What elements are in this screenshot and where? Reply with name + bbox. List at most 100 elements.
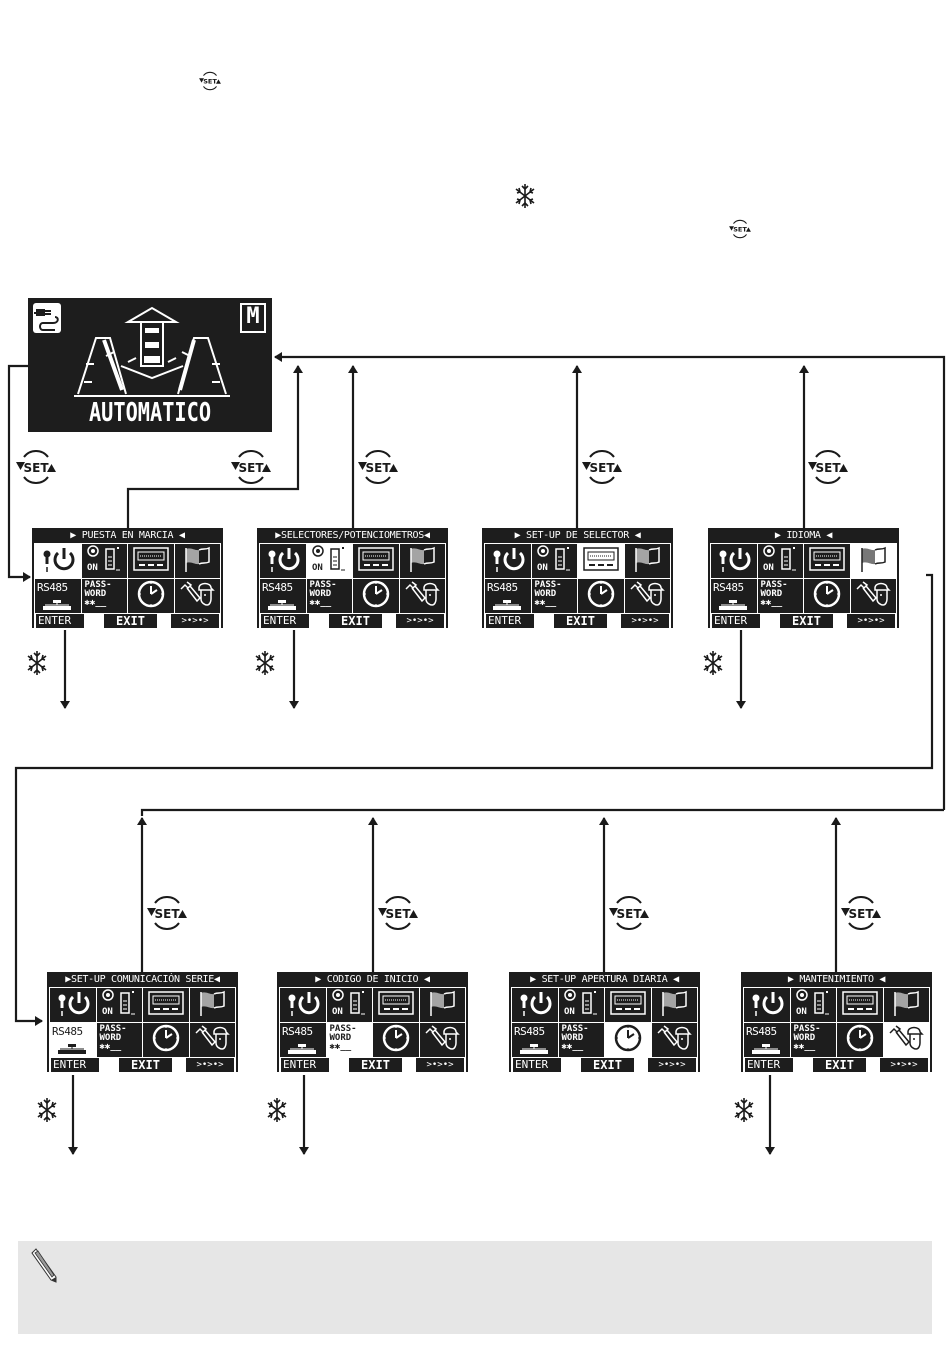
menu-cell-selectors-potentiometers[interactable]: ON	[757, 544, 803, 578]
menu-cell-startup[interactable]	[485, 544, 531, 578]
exit-softkey[interactable]: EXIT	[131, 1058, 160, 1072]
exit-softkey[interactable]: EXIT	[825, 1058, 854, 1072]
menu-cell-serial-comm[interactable]: RS485	[744, 1023, 790, 1057]
exit-softkey[interactable]: EXIT	[593, 1058, 622, 1072]
password-label-line2: WORD	[760, 589, 783, 599]
menu-cell-selectors-potentiometers[interactable]: ON	[81, 544, 127, 578]
menu-cell-serial-comm[interactable]: RS485	[260, 579, 306, 613]
menu-cell-start-code[interactable]: PASS-WORD✱✱__	[306, 579, 352, 613]
selector-on-icon: ON	[793, 988, 833, 1022]
exit-softkey[interactable]: EXIT	[341, 614, 370, 628]
enter-softkey[interactable]: ENTER	[259, 614, 309, 628]
menu-cell-maintenance[interactable]	[651, 1023, 697, 1057]
menu-cell-daily-opening[interactable]	[578, 579, 624, 613]
next-softkey[interactable]: >•>•>	[186, 1058, 236, 1072]
menu-cell-start-code[interactable]: PASS-WORD✱✱__	[326, 1023, 372, 1057]
next-softkey[interactable]: >•>•>	[880, 1058, 930, 1072]
menu-cell-serial-comm[interactable]: RS485	[512, 1023, 558, 1057]
menu-cell-start-code[interactable]: PASS-WORD✱✱__	[531, 579, 577, 613]
menu-cell-language[interactable]	[419, 988, 465, 1022]
menu-cell-startup[interactable]	[35, 544, 81, 578]
menu-cell-daily-opening[interactable]	[837, 1023, 883, 1057]
menu-cell-serial-comm[interactable]: RS485	[711, 579, 757, 613]
menu-cell-selectors-potentiometers[interactable]: ON	[790, 988, 836, 1022]
menu-cell-startup[interactable]	[260, 544, 306, 578]
next-softkey[interactable]: >•>•>	[847, 614, 897, 628]
menu-cell-start-code[interactable]: PASS-WORD✱✱__	[96, 1023, 142, 1057]
menu-cell-language[interactable]	[174, 544, 220, 578]
enter-softkey[interactable]: ENTER	[484, 614, 534, 628]
menu-cell-language[interactable]	[189, 988, 235, 1022]
menu-cell-maintenance[interactable]	[624, 579, 670, 613]
menu-cell-language[interactable]	[883, 988, 929, 1022]
menu-cell-daily-opening[interactable]	[605, 1023, 651, 1057]
menu-cell-serial-comm[interactable]: RS485	[280, 1023, 326, 1057]
menu-cell-startup[interactable]	[280, 988, 326, 1022]
enter-softkey[interactable]: ENTER	[511, 1058, 561, 1072]
menu-cell-selectors-potentiometers[interactable]: ON	[306, 544, 352, 578]
exit-softkey[interactable]: EXIT	[116, 614, 145, 628]
menu-cell-start-code[interactable]: PASS-WORD✱✱__	[790, 1023, 836, 1057]
menu-cell-daily-opening[interactable]	[373, 1023, 419, 1057]
clock-icon	[376, 1023, 416, 1057]
softkey-divider	[833, 614, 847, 628]
menu-cell-language[interactable]	[624, 544, 670, 578]
menu-cell-selectors-potentiometers[interactable]: ON	[558, 988, 604, 1022]
menu-cell-serial-comm[interactable]: RS485	[485, 579, 531, 613]
exit-softkey[interactable]: EXIT	[792, 614, 821, 628]
enter-softkey[interactable]: ENTER	[49, 1058, 99, 1072]
menu-cell-startup[interactable]	[711, 544, 757, 578]
menu-cell-startup[interactable]	[744, 988, 790, 1022]
menu-cell-language[interactable]	[651, 988, 697, 1022]
menu-cell-startup[interactable]	[50, 988, 96, 1022]
menu-cell-selectors-potentiometers[interactable]: ON	[531, 544, 577, 578]
menu-cell-maintenance[interactable]	[189, 1023, 235, 1057]
enter-softkey[interactable]: ENTER	[743, 1058, 793, 1072]
softkey-divider	[309, 614, 329, 628]
next-softkey[interactable]: >•>•>	[396, 614, 446, 628]
menu-cell-maintenance[interactable]	[850, 579, 896, 613]
enter-softkey[interactable]: ENTER	[34, 614, 84, 628]
menu-cell-language[interactable]	[399, 544, 445, 578]
menu-cell-maintenance[interactable]	[399, 579, 445, 613]
rs485-label: RS485	[37, 581, 68, 594]
menu-cell-selector-setup[interactable]	[804, 544, 850, 578]
menu-cell-serial-comm[interactable]: RS485	[50, 1023, 96, 1057]
menu-cell-selector-setup[interactable]	[578, 544, 624, 578]
enter-softkey[interactable]: ENTER	[710, 614, 760, 628]
menu-cell-maintenance[interactable]	[883, 1023, 929, 1057]
svg-text:ON: ON	[564, 1007, 575, 1017]
exit-softkey[interactable]: EXIT	[566, 614, 595, 628]
enter-softkey[interactable]: ENTER	[279, 1058, 329, 1072]
next-softkey[interactable]: >•>•>	[648, 1058, 698, 1072]
menu-cell-selectors-potentiometers[interactable]: ON	[96, 988, 142, 1022]
menu-cell-selector-setup[interactable]	[353, 544, 399, 578]
menu-cell-daily-opening[interactable]	[804, 579, 850, 613]
menu-cell-start-code[interactable]: PASS-WORD✱✱__	[81, 579, 127, 613]
password-label-line1: PASS-	[793, 1024, 821, 1034]
menu-cell-daily-opening[interactable]	[143, 1023, 189, 1057]
exit-softkey[interactable]: EXIT	[361, 1058, 390, 1072]
menu-cell-serial-comm[interactable]: RS485	[35, 579, 81, 613]
menu-cell-daily-opening[interactable]	[128, 579, 174, 613]
menu-cell-start-code[interactable]: PASS-WORD✱✱__	[558, 1023, 604, 1057]
menu-cell-selectors-potentiometers[interactable]: ON	[326, 988, 372, 1022]
menu-cell-language[interactable]	[850, 544, 896, 578]
menu-title: ▶ IDIOMA ◀	[774, 530, 833, 541]
next-softkey[interactable]: >•>•>	[621, 614, 671, 628]
network-icon	[43, 600, 71, 610]
softkey-divider	[157, 614, 171, 628]
menu-cell-daily-opening[interactable]	[353, 579, 399, 613]
menu-cell-maintenance[interactable]	[419, 1023, 465, 1057]
menu-cell-selector-setup[interactable]	[373, 988, 419, 1022]
menu-cell-selector-setup[interactable]	[143, 988, 189, 1022]
softkey-divider	[866, 1058, 880, 1072]
menu-cell-start-code[interactable]: PASS-WORD✱✱__	[757, 579, 803, 613]
menu-cell-selector-setup[interactable]	[837, 988, 883, 1022]
menu-cell-selector-setup[interactable]	[605, 988, 651, 1022]
next-softkey[interactable]: >•>•>	[416, 1058, 466, 1072]
menu-cell-maintenance[interactable]	[174, 579, 220, 613]
next-softkey[interactable]: >•>•>	[171, 614, 221, 628]
menu-cell-selector-setup[interactable]	[128, 544, 174, 578]
menu-cell-startup[interactable]	[512, 988, 558, 1022]
